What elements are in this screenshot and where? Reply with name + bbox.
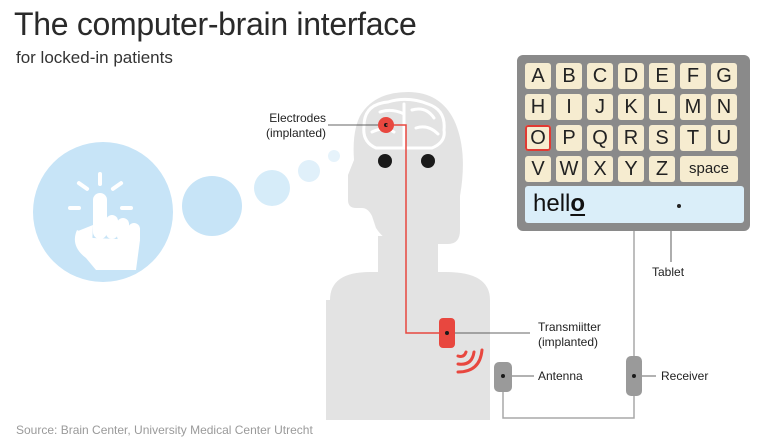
key-p[interactable]: P [556,125,582,151]
tablet-label: Tablet [652,265,684,280]
key-e[interactable]: E [649,63,675,89]
receiver-label: Receiver [661,369,708,384]
text-display: hello [525,186,744,223]
key-u[interactable]: U [711,125,737,151]
source-note: Source: Brain Center, University Medical… [16,423,313,437]
left-eye [378,154,392,168]
current-letter: o [570,190,585,217]
key-m[interactable]: M [680,94,706,120]
key-d[interactable]: D [618,63,644,89]
typed-text: hello [533,190,585,218]
key-b[interactable]: B [556,63,582,89]
thought-bubble-small [254,170,290,206]
key-c[interactable]: C [587,63,613,89]
key-f[interactable]: F [680,63,706,89]
key-l[interactable]: L [649,94,675,120]
key-j[interactable]: J [587,94,613,120]
thought-bubble-medium [182,176,242,236]
thought-bubble-smallest [328,150,340,162]
antenna-label: Antenna [538,369,583,384]
key-o[interactable]: O [525,125,551,151]
key-t[interactable]: T [680,125,706,151]
key-k[interactable]: K [618,94,644,120]
thought-bubble-smaller [298,160,320,182]
key-y[interactable]: Y [618,156,644,182]
right-eye [421,154,435,168]
key-h[interactable]: H [525,94,551,120]
key-w[interactable]: W [556,156,582,182]
key-v[interactable]: V [525,156,551,182]
key-x[interactable]: X [587,156,613,182]
key-r[interactable]: R [618,125,644,151]
key-space[interactable]: space [680,156,738,182]
key-q[interactable]: Q [587,125,613,151]
key-n[interactable]: N [711,94,737,120]
electrodes-label: Electrodes (implanted) [250,111,326,141]
key-s[interactable]: S [649,125,675,151]
transmitter-label: Transmiitter (implanted) [538,320,601,350]
antenna-cable [503,390,634,418]
key-a[interactable]: A [525,63,551,89]
key-g[interactable]: G [711,63,737,89]
key-z[interactable]: Z [649,156,675,182]
key-i[interactable]: I [556,94,582,120]
